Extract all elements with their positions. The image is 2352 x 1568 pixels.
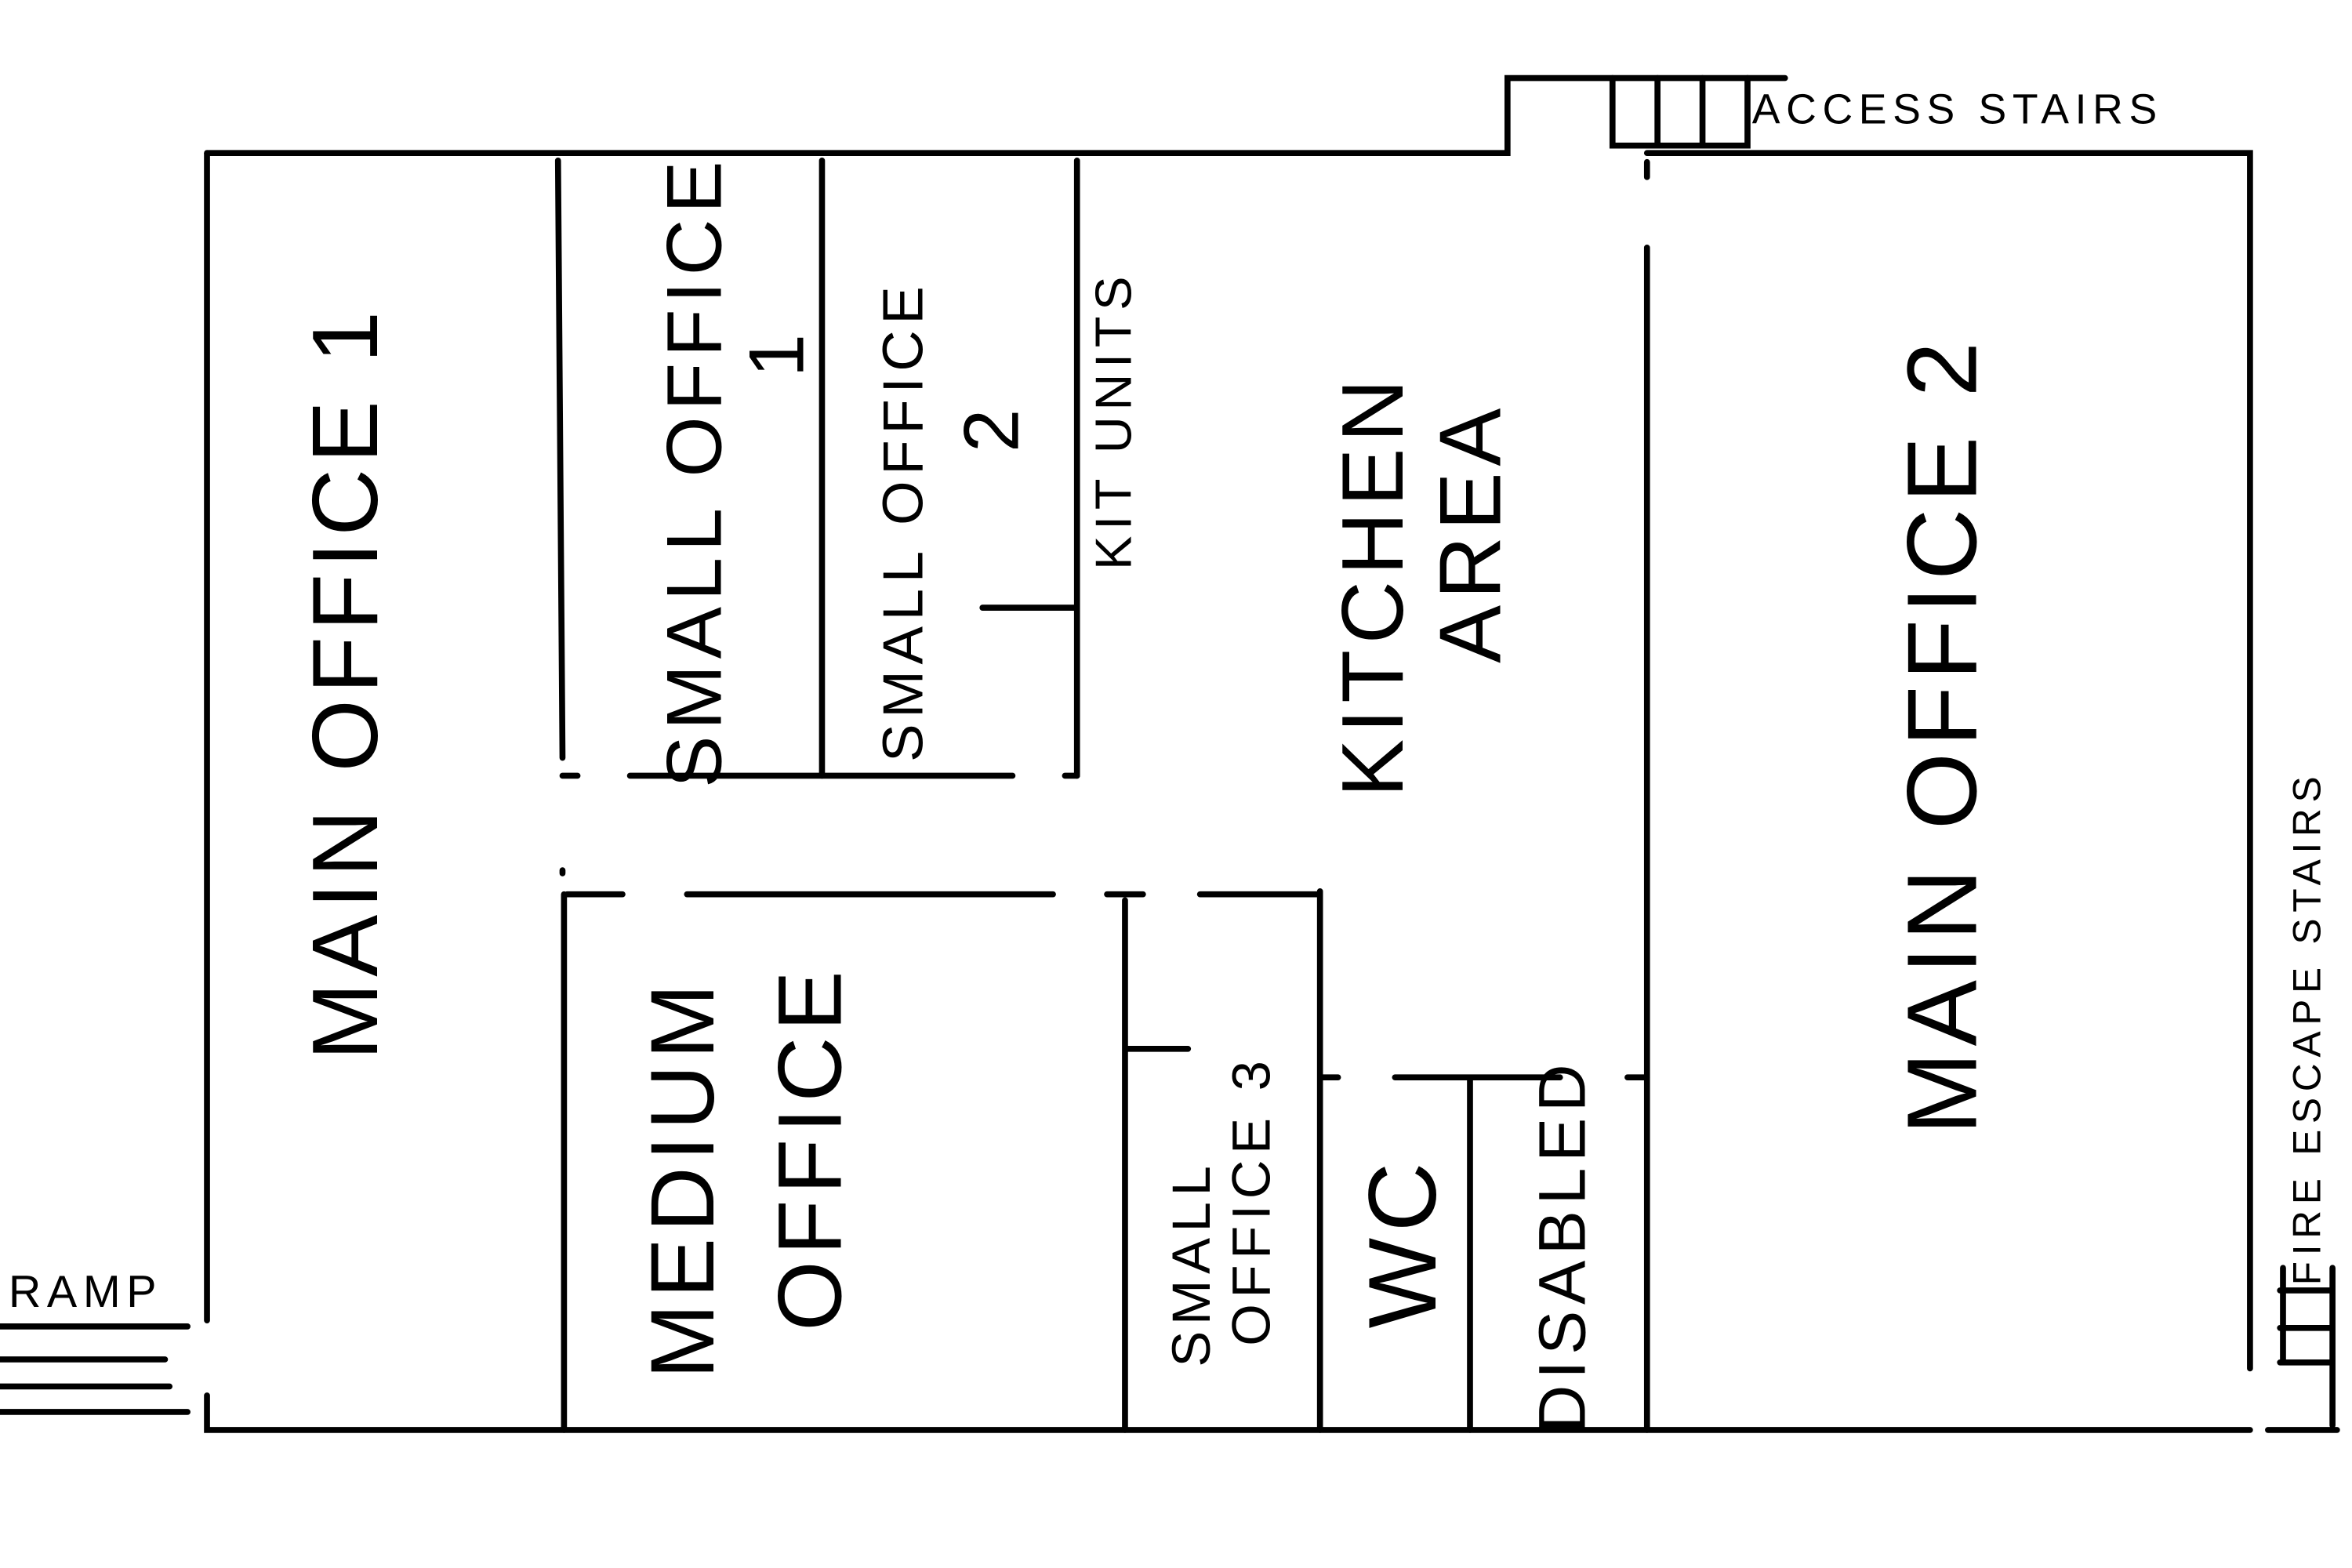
label-kit-units: KIT UNITS xyxy=(1085,270,1142,570)
feature-labels: ACCESS STAIRS FIRE ESCAPE STAIRS RAMP xyxy=(9,87,2329,1317)
label-wc: WC xyxy=(1348,1156,1456,1328)
label-small-office-3-line2: OFFICE 3 xyxy=(1221,1054,1282,1345)
access-stairs-icon xyxy=(1609,74,1751,149)
label-small-office-3-line1: SMALL xyxy=(1161,1160,1221,1367)
label-small-office-3: SMALL OFFICE 3 xyxy=(1161,1054,1282,1367)
fire-escape-stairs-icon xyxy=(2277,1265,2336,1429)
interior-walls xyxy=(554,157,1650,1433)
outer-walls xyxy=(204,74,2340,1433)
label-small-office-1-line1: SMALL OFFICE xyxy=(652,155,739,788)
label-kitchen-area: KITCHEN AREA xyxy=(1325,343,1519,797)
label-access-stairs: ACCESS STAIRS xyxy=(1752,87,2163,133)
label-small-office-2: SMALL OFFICE 2 xyxy=(872,259,1036,762)
label-medium-office-line2: OFFICE xyxy=(760,965,861,1331)
label-medium-office-line1: MEDIUM xyxy=(633,978,733,1379)
label-fire-escape-stairs: FIRE ESCAPE STAIRS xyxy=(2285,771,2329,1286)
label-main-office-2: MAIN OFFICE 2 xyxy=(1887,336,1998,1134)
label-medium-office: MEDIUM OFFICE xyxy=(633,947,861,1379)
label-small-office-1: SMALL OFFICE 1 xyxy=(652,128,821,788)
room-labels: MAIN OFFICE 1 SMALL OFFICE 1 SMALL OFFIC… xyxy=(294,128,1998,1433)
label-kitchen-area-line2: AREA xyxy=(1422,402,1519,663)
label-small-office-2-line2: 2 xyxy=(949,403,1036,452)
label-disabled: DISABLED xyxy=(1526,1058,1599,1433)
label-main-office-1: MAIN OFFICE 1 xyxy=(294,305,397,1060)
label-small-office-2-line1: SMALL OFFICE xyxy=(872,280,935,761)
label-small-office-1-line2: 1 xyxy=(734,328,821,377)
ramp-icon xyxy=(0,1323,191,1415)
label-ramp: RAMP xyxy=(9,1267,162,1317)
label-kitchen-area-line1: KITCHEN xyxy=(1325,373,1422,797)
